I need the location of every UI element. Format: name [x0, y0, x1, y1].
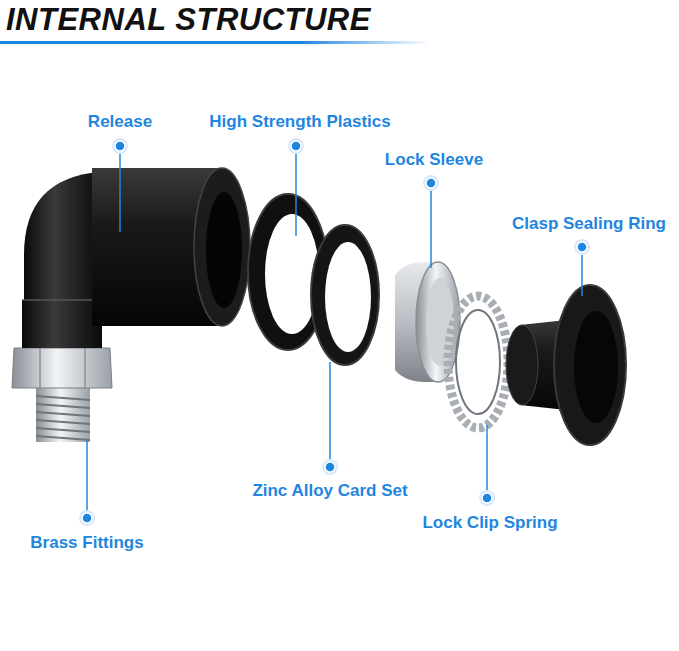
leader-dots [79, 138, 590, 526]
part-label: Brass Fittings [30, 533, 143, 553]
zinc-alloy-ring [311, 225, 379, 365]
lock-clip-spring [448, 296, 508, 428]
part-label: High Strength Plastics [209, 112, 390, 132]
part-label: Lock Clip Spring [422, 513, 557, 533]
part-label: Zinc Alloy Card Set [252, 481, 407, 501]
title-underline [0, 41, 430, 44]
leader-lines [87, 146, 582, 518]
brass-fitting [12, 348, 112, 442]
part-label: Lock Sleeve [385, 150, 483, 170]
clasp-sealing-ring [506, 285, 626, 445]
elbow-body [22, 168, 250, 348]
part-label: Release [88, 112, 152, 132]
diagram-title: INTERNAL STRUCTURE [6, 2, 371, 38]
part-label: Clasp Sealing Ring [512, 214, 666, 234]
